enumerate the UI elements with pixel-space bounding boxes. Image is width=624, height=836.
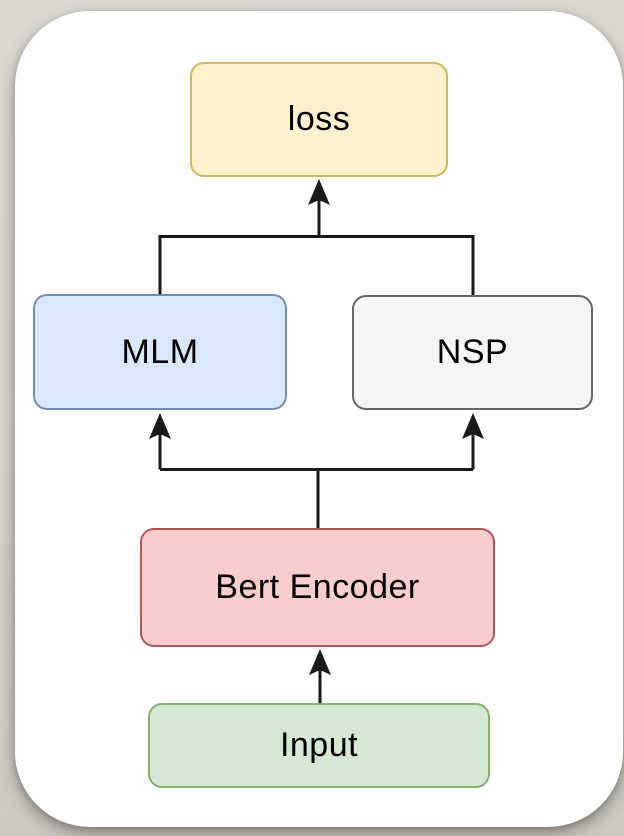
node-nsp-label: NSP xyxy=(436,333,509,371)
node-loss: loss xyxy=(190,62,448,177)
node-input: Input xyxy=(148,703,490,788)
node-loss-label: loss xyxy=(287,100,351,138)
node-input-label: Input xyxy=(279,726,359,764)
node-bert-encoder: Bert Encoder xyxy=(140,528,495,647)
node-mlm: MLM xyxy=(33,294,287,410)
node-nsp: NSP xyxy=(352,295,593,410)
node-bert-encoder-label: Bert Encoder xyxy=(215,568,420,606)
node-mlm-label: MLM xyxy=(121,332,199,371)
